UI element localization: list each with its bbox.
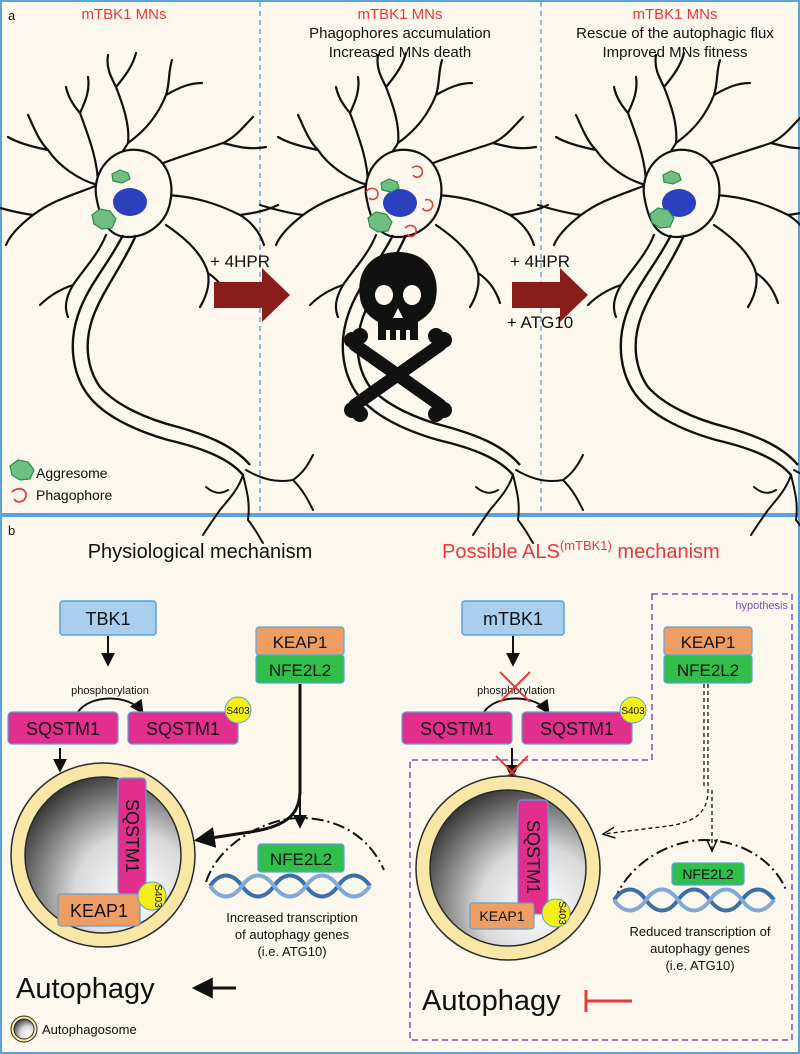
- nucleus-3: [662, 189, 696, 217]
- nfe2l2-label-right: NFE2L2: [677, 661, 739, 680]
- panel-b-label: b: [8, 523, 15, 538]
- s403-badge-right: [619, 696, 647, 724]
- legend-autophagosome: Autophagosome: [42, 1022, 137, 1037]
- phagophore-2c: [422, 198, 434, 212]
- s403-badge-left: [224, 696, 252, 724]
- aggresome-1a: [91, 208, 117, 230]
- aggresome-2b: [380, 178, 400, 193]
- sqstm1-b-right: SQSTM1: [540, 719, 614, 739]
- nfe2l2-to-autophagy-dashed-arrow: [604, 684, 709, 834]
- col1-title: mTBK1 MNs: [81, 6, 166, 23]
- col3-line1: Rescue of the autophagic flux: [576, 25, 774, 42]
- phosphorylation-arrow-right: [483, 697, 550, 715]
- skull-crossbones-icon: [344, 252, 452, 422]
- nucleus-nfe2l2-left: NFE2L2: [270, 850, 332, 869]
- sqstm1-b-box-left: [127, 711, 239, 745]
- nucleus-1: [113, 188, 147, 216]
- aggresome-1b: [111, 169, 131, 184]
- nucleus-nfe2l2-box-left: [257, 843, 345, 873]
- vesicle-keap1-box-left: [57, 893, 141, 927]
- vesicle-keap1-box-right: [469, 902, 535, 930]
- nfe2l2-box-left: [255, 654, 345, 684]
- hypothesis-box: [409, 593, 793, 1041]
- left-title: Physiological mechanism: [88, 541, 313, 563]
- transcription-left-2: of autophagy genes: [235, 927, 350, 942]
- keap1-label-right: KEAP1: [681, 633, 736, 652]
- vesicle-sqstm1-right: SQSTM1: [523, 820, 543, 894]
- neuron-1: [0, 51, 315, 545]
- mtbk1-label: mTBK1: [483, 609, 543, 629]
- nfe2l2-label-left: NFE2L2: [269, 661, 331, 680]
- vesicle-sqstm1-left: SQSTM1: [122, 799, 142, 873]
- arrow-4hpr: [214, 268, 290, 322]
- phosphorylation-right: phosphorylation: [477, 685, 555, 697]
- col2-line2: Increased MNs death: [329, 44, 472, 61]
- col3-line2: Improved MNs fitness: [602, 44, 747, 61]
- vesicle-s403-badge-right: [541, 898, 571, 928]
- block-cross-phosphorylation: [499, 671, 531, 703]
- vesicle-s403-badge-left: [137, 881, 167, 911]
- mtbk1-box: [461, 600, 565, 636]
- dna-helix-right: [612, 887, 776, 913]
- s403-left: S403: [226, 706, 250, 717]
- transcription-right-2: autophagy genes: [650, 941, 750, 956]
- aggresome-2: [367, 211, 393, 233]
- phagophore-2b: [411, 165, 424, 178]
- aggresome-3a: [649, 207, 675, 229]
- legend-autophagosome-icon: [13, 1018, 35, 1040]
- tbk1-box: [59, 600, 157, 636]
- nucleus-nfe2l2-right: NFE2L2: [682, 866, 734, 882]
- keap1-label-left: KEAP1: [273, 633, 328, 652]
- nucleus-envelope-right: [613, 838, 787, 903]
- sqstm1-a-right: SQSTM1: [420, 719, 494, 739]
- right-title: Possible ALS(mTBK1) mechanism: [442, 538, 720, 563]
- transcription-left-3: (i.e. ATG10): [257, 944, 326, 959]
- col2-line1: Phagophores accumulation: [309, 25, 491, 42]
- vesicle-s403-right: S403: [556, 901, 567, 925]
- nucleus-envelope-left: [205, 816, 385, 883]
- hypothesis-label: hypothesis: [735, 600, 788, 612]
- legend-aggresome: Aggresome: [36, 465, 108, 481]
- autophagy-right: Autophagy: [422, 985, 561, 1017]
- nfe2l2-box-right: [663, 654, 753, 684]
- sqstm1-a-box-right: [401, 711, 513, 745]
- phagophore-2d: [404, 224, 417, 238]
- phosphorylation-arrow-left: [77, 697, 144, 715]
- aggresome-3b: [662, 170, 682, 185]
- dna-helix-left: [208, 873, 372, 899]
- arrow-4hpr-atg10: [512, 268, 588, 322]
- vesicle-keap1-right: KEAP1: [479, 908, 524, 924]
- sqstm1-b-left: SQSTM1: [146, 719, 220, 739]
- legend-phagophore-icon: [11, 487, 27, 503]
- legend-phagophore: Phagophore: [36, 487, 113, 503]
- phagophore-2a: [365, 187, 379, 201]
- arrow2-label2: + ATG10: [507, 313, 573, 332]
- panel-a-label: a: [8, 8, 16, 23]
- s403-right: S403: [621, 706, 645, 717]
- col2-title: mTBK1 MNs: [357, 6, 442, 23]
- sqstm1-a-box-left: [7, 711, 119, 745]
- autophagy-left: Autophagy: [16, 973, 155, 1005]
- transcription-right-3: (i.e. ATG10): [665, 958, 734, 973]
- sqstm1-a-left: SQSTM1: [26, 719, 100, 739]
- nucleus-nfe2l2-box-right: [671, 862, 745, 886]
- col3-title: mTBK1 MNs: [632, 6, 717, 23]
- vesicle-s403-left: S403: [152, 884, 163, 908]
- nucleus-2: [383, 189, 417, 217]
- arrow1-label: + 4HPR: [210, 252, 270, 271]
- sqstm1-b-box-right: [521, 711, 633, 745]
- legend-aggresome-icon: [9, 459, 35, 481]
- transcription-right-1: Reduced transcription of: [630, 924, 771, 939]
- arrow2-label1: + 4HPR: [510, 252, 570, 271]
- neuron-2: [258, 51, 585, 545]
- neuron-3: [536, 51, 800, 545]
- tbk1-label: TBK1: [85, 609, 130, 629]
- vesicle-keap1-left: KEAP1: [70, 901, 128, 921]
- phosphorylation-left: phosphorylation: [71, 685, 149, 697]
- transcription-left-1: Increased transcription: [226, 910, 358, 925]
